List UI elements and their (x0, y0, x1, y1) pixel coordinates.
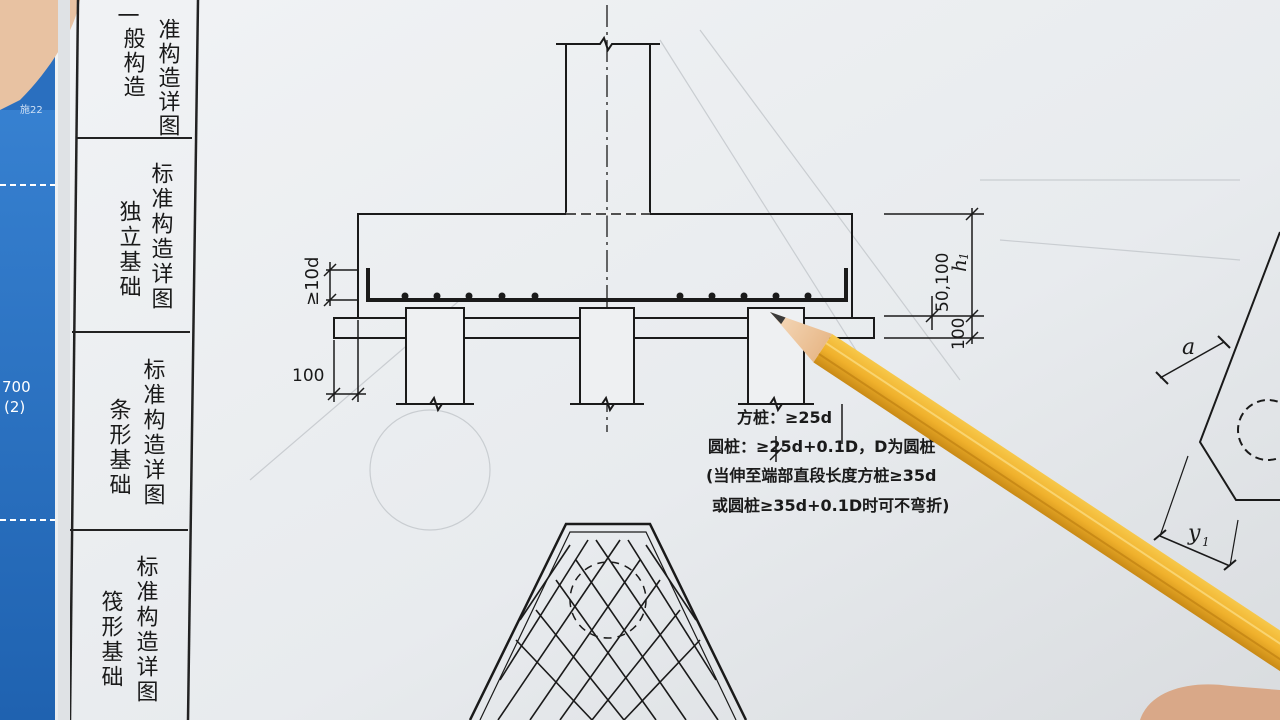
lattice-drawing (468, 522, 748, 720)
note-line-3: (当伸至端部直段长度方桩≥35d (706, 466, 936, 485)
sidebar-section-2-col2: 独立基础 (116, 200, 142, 300)
sidebar-section-1-prefix: 一 (114, 4, 140, 26)
pencil-tip-wood (770, 312, 833, 363)
dim-100-left: 100 (292, 366, 324, 386)
hand (1140, 684, 1280, 720)
sidebar-section-3-col2: 条形基础 (106, 398, 132, 498)
pencil-lead (770, 312, 786, 325)
sidebar-section-3-col1: 标准构造详图 (140, 358, 166, 508)
screen-tiny-text: 施22 (20, 103, 43, 116)
label-a: a (1182, 335, 1195, 360)
pencil-body (813, 333, 1280, 716)
dim-h1: h (947, 259, 971, 272)
dim-50-100: 50,100 (933, 253, 953, 312)
dim-100-right: 100 (949, 318, 969, 350)
pile-note-text: 方桩：≥25d 圆桩：≥25d+0.1D，D为圆桩 (当伸至端部直段长度方桩≥3… (706, 408, 949, 515)
sidebar-section-1-col1: 准构造详图 (155, 18, 181, 138)
background-faint-lines (249, 29, 1241, 531)
dimension-texts: ≥10d 100 50,100 h 1 100 (292, 252, 971, 386)
dim-10d: ≥10d (302, 257, 323, 306)
pile-cap-drawing (333, 5, 875, 432)
sidebar-section-4-col1: 标准构造详图 (133, 555, 159, 705)
note-line-2: 圆桩：≥25d+0.1D，D为圆桩 (708, 437, 935, 456)
note-line-1: 方桩：≥25d (737, 408, 832, 427)
pencil (770, 312, 1280, 716)
pile-notes (769, 404, 843, 462)
dimension-lines (323, 207, 984, 402)
note-line-4: 或圆桩≥35d+0.1D时可不弯折) (712, 496, 949, 515)
sidebar-text: 准构造详图 一 般构造 标准构造详图 独立基础 标准构造详图 条形基础 标准构造… (98, 4, 181, 705)
screen-label-top: 700 (2, 378, 31, 396)
sidebar-frame (58, 0, 200, 720)
label-y1: y (1187, 521, 1201, 546)
screen-label-bottom: (2) (4, 398, 25, 416)
dim-h1-sub: 1 (957, 252, 971, 260)
hexagon-plan (1153, 231, 1280, 571)
monitor-edge: 700 (2) 施22 (0, 0, 55, 720)
sidebar-section-4-col2: 筏形基础 (98, 590, 124, 690)
label-y1-sub: 1 (1202, 535, 1210, 549)
sidebar-section-1-col2: 般构造 (120, 27, 146, 99)
rebar-dots (401, 292, 812, 300)
sidebar-section-2-col1: 标准构造详图 (148, 162, 174, 312)
